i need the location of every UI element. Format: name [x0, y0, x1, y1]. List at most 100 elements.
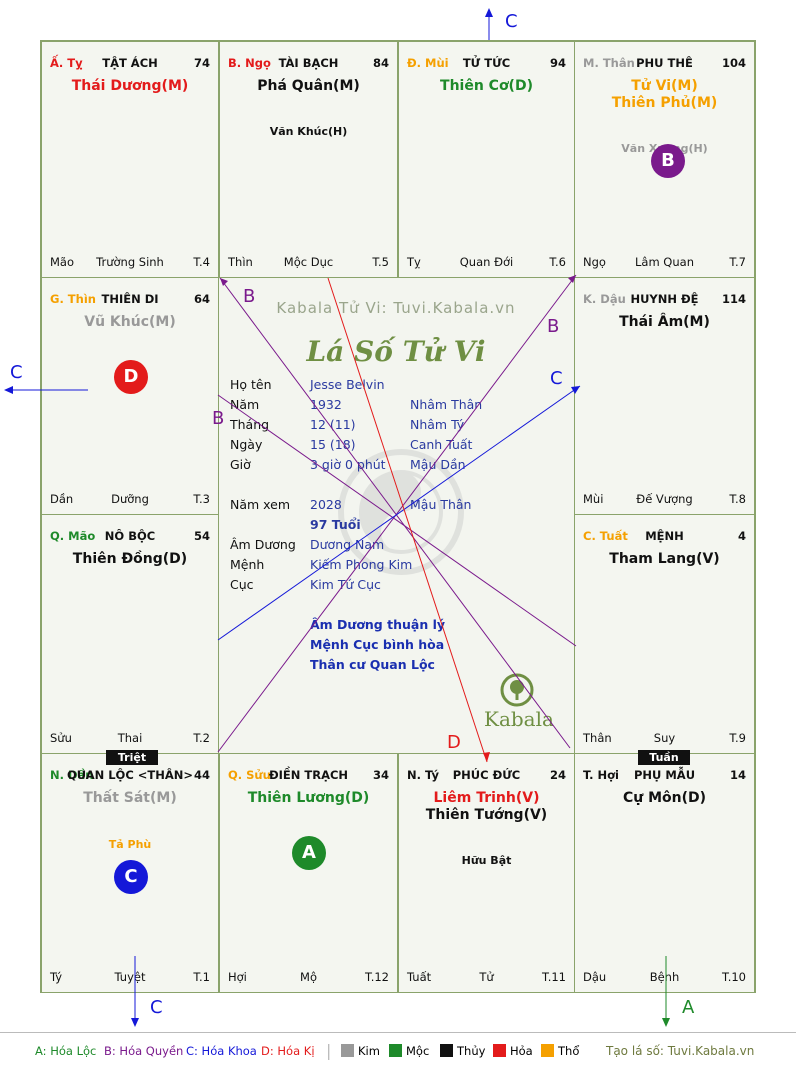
transform-marker-c: C	[114, 860, 148, 894]
legend-hoa-ki: D: Hóa Kị	[261, 1044, 315, 1058]
palace-can-chi: C. Tuất	[583, 529, 628, 543]
palace-name: PHU THÊ	[636, 56, 693, 70]
footer-age: T.4	[193, 255, 210, 269]
footer-phase: Suy	[653, 731, 676, 745]
center-info: Kabala Tử Vi: Tuvi.Kabala.vn Lá Số Tử Vi…	[218, 277, 574, 753]
swatch-tho	[541, 1044, 554, 1057]
legend-thuy: Thủy	[440, 1044, 485, 1058]
main-star: Thiên Cơ(D)	[440, 78, 533, 94]
footer-age: T.11	[542, 970, 566, 984]
line-label-c: C	[550, 368, 563, 389]
tuan-tag: Tuần	[638, 750, 690, 765]
footer-branch: Hợi	[228, 970, 247, 984]
footer-age: T.6	[549, 255, 566, 269]
line-label-b: B	[243, 286, 256, 307]
palace-can-chi: B. Ngọ	[228, 56, 271, 70]
footer-phase: Trường Sinh	[96, 255, 164, 269]
legend-moc-label: Mộc	[406, 1044, 430, 1058]
palace-can-chi: Q. Sửu	[228, 768, 271, 782]
footer-branch: Sửu	[50, 731, 72, 745]
triet-tag: Triệt	[106, 750, 158, 765]
footer-age: T.10	[722, 970, 746, 984]
palace-number: 34	[372, 768, 389, 782]
swatch-moc	[389, 1044, 402, 1057]
footer-branch: Tỵ	[407, 255, 421, 269]
legend-moc: Mộc	[389, 1044, 429, 1058]
palace-name: MỆNH	[645, 529, 684, 543]
main-star: Tham Lang(V)	[609, 551, 720, 567]
footer-branch: Tý	[50, 970, 63, 984]
swatch-kim	[341, 1044, 354, 1057]
footer-phase: Dưỡng	[111, 492, 149, 506]
legend-kim: Kim	[341, 1044, 380, 1058]
footer-age: T.8	[729, 492, 746, 506]
value-nam-xem-can: Mậu Thân	[410, 497, 472, 512]
value-ngay: 15 (18)	[310, 437, 356, 452]
chart-title: Lá Số Tử Vi	[306, 335, 486, 368]
footer-age: T.5	[372, 255, 389, 269]
value-am-duong: Dương Nam	[310, 537, 385, 552]
legend-divider: |	[326, 1041, 332, 1060]
palace-footer: Thân Suy T.9	[583, 731, 746, 745]
palace-number: 44	[193, 768, 210, 782]
footer-age: T.9	[729, 731, 746, 745]
palace-number: 114	[721, 292, 746, 306]
footer-age: T.7	[729, 255, 746, 269]
line-label-a: A	[682, 997, 695, 1018]
palace-can-chi: N. Tý	[407, 768, 439, 782]
palace-name: TỬ TỨC	[462, 56, 511, 70]
legend-hoa-khoa: C: Hóa Khoa	[186, 1044, 257, 1058]
main-star: Tử Vi(M)	[631, 78, 698, 94]
legend-tho: Thổ	[541, 1044, 579, 1058]
main-star: Thiên Lương(D)	[247, 790, 370, 806]
footer-branch: Dần	[50, 492, 74, 506]
palace-number: 84	[372, 56, 389, 70]
legend-site-link[interactable]: Tạo lá số: Tuvi.Kabala.vn	[606, 1044, 755, 1058]
arrow-c-top	[485, 8, 493, 17]
value-gio-can: Mậu Dần	[410, 457, 466, 472]
transform-marker-d: D	[114, 360, 148, 394]
line-label-b: B	[547, 316, 560, 337]
footer-phase: Quan Đới	[459, 255, 514, 269]
value-menh: Kiếm Phong Kim	[310, 557, 413, 572]
footer-age: T.3	[193, 492, 210, 506]
label-cuc: Cục	[230, 577, 254, 592]
footer-phase: Bệnh	[649, 970, 680, 984]
palace-name: TẬT ÁCH	[102, 56, 158, 70]
footer-phase: Mộ	[300, 970, 317, 984]
palace-number: 74	[193, 56, 210, 70]
footer-age: T.2	[193, 731, 210, 745]
palace-name: PHÚC ĐỨC	[452, 768, 521, 782]
palace-number: 104	[721, 56, 746, 70]
main-star: Thái Âm(M)	[619, 314, 710, 330]
footer-branch: Thân	[583, 731, 612, 745]
footer-phase: Thai	[117, 731, 143, 745]
transform-marker-a: A	[292, 836, 326, 870]
label-ho-ten: Họ tên	[230, 377, 272, 392]
value-ngay-can: Canh Tuất	[410, 437, 473, 452]
